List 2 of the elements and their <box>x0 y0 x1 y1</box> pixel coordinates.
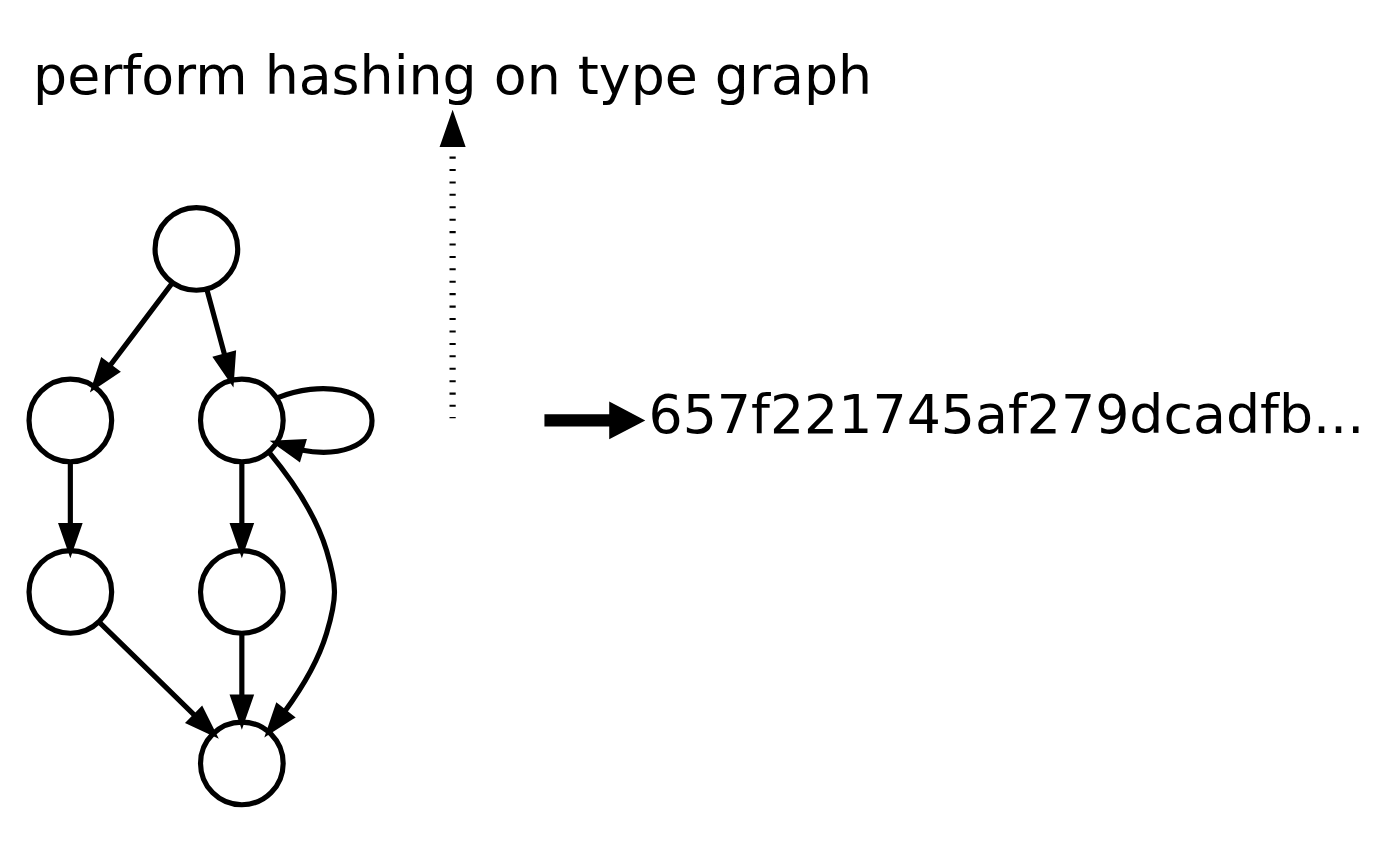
node-text: perform hashing on type graph <box>33 43 873 107</box>
node-text: 657f221745af279dcadfb... <box>648 382 1365 446</box>
